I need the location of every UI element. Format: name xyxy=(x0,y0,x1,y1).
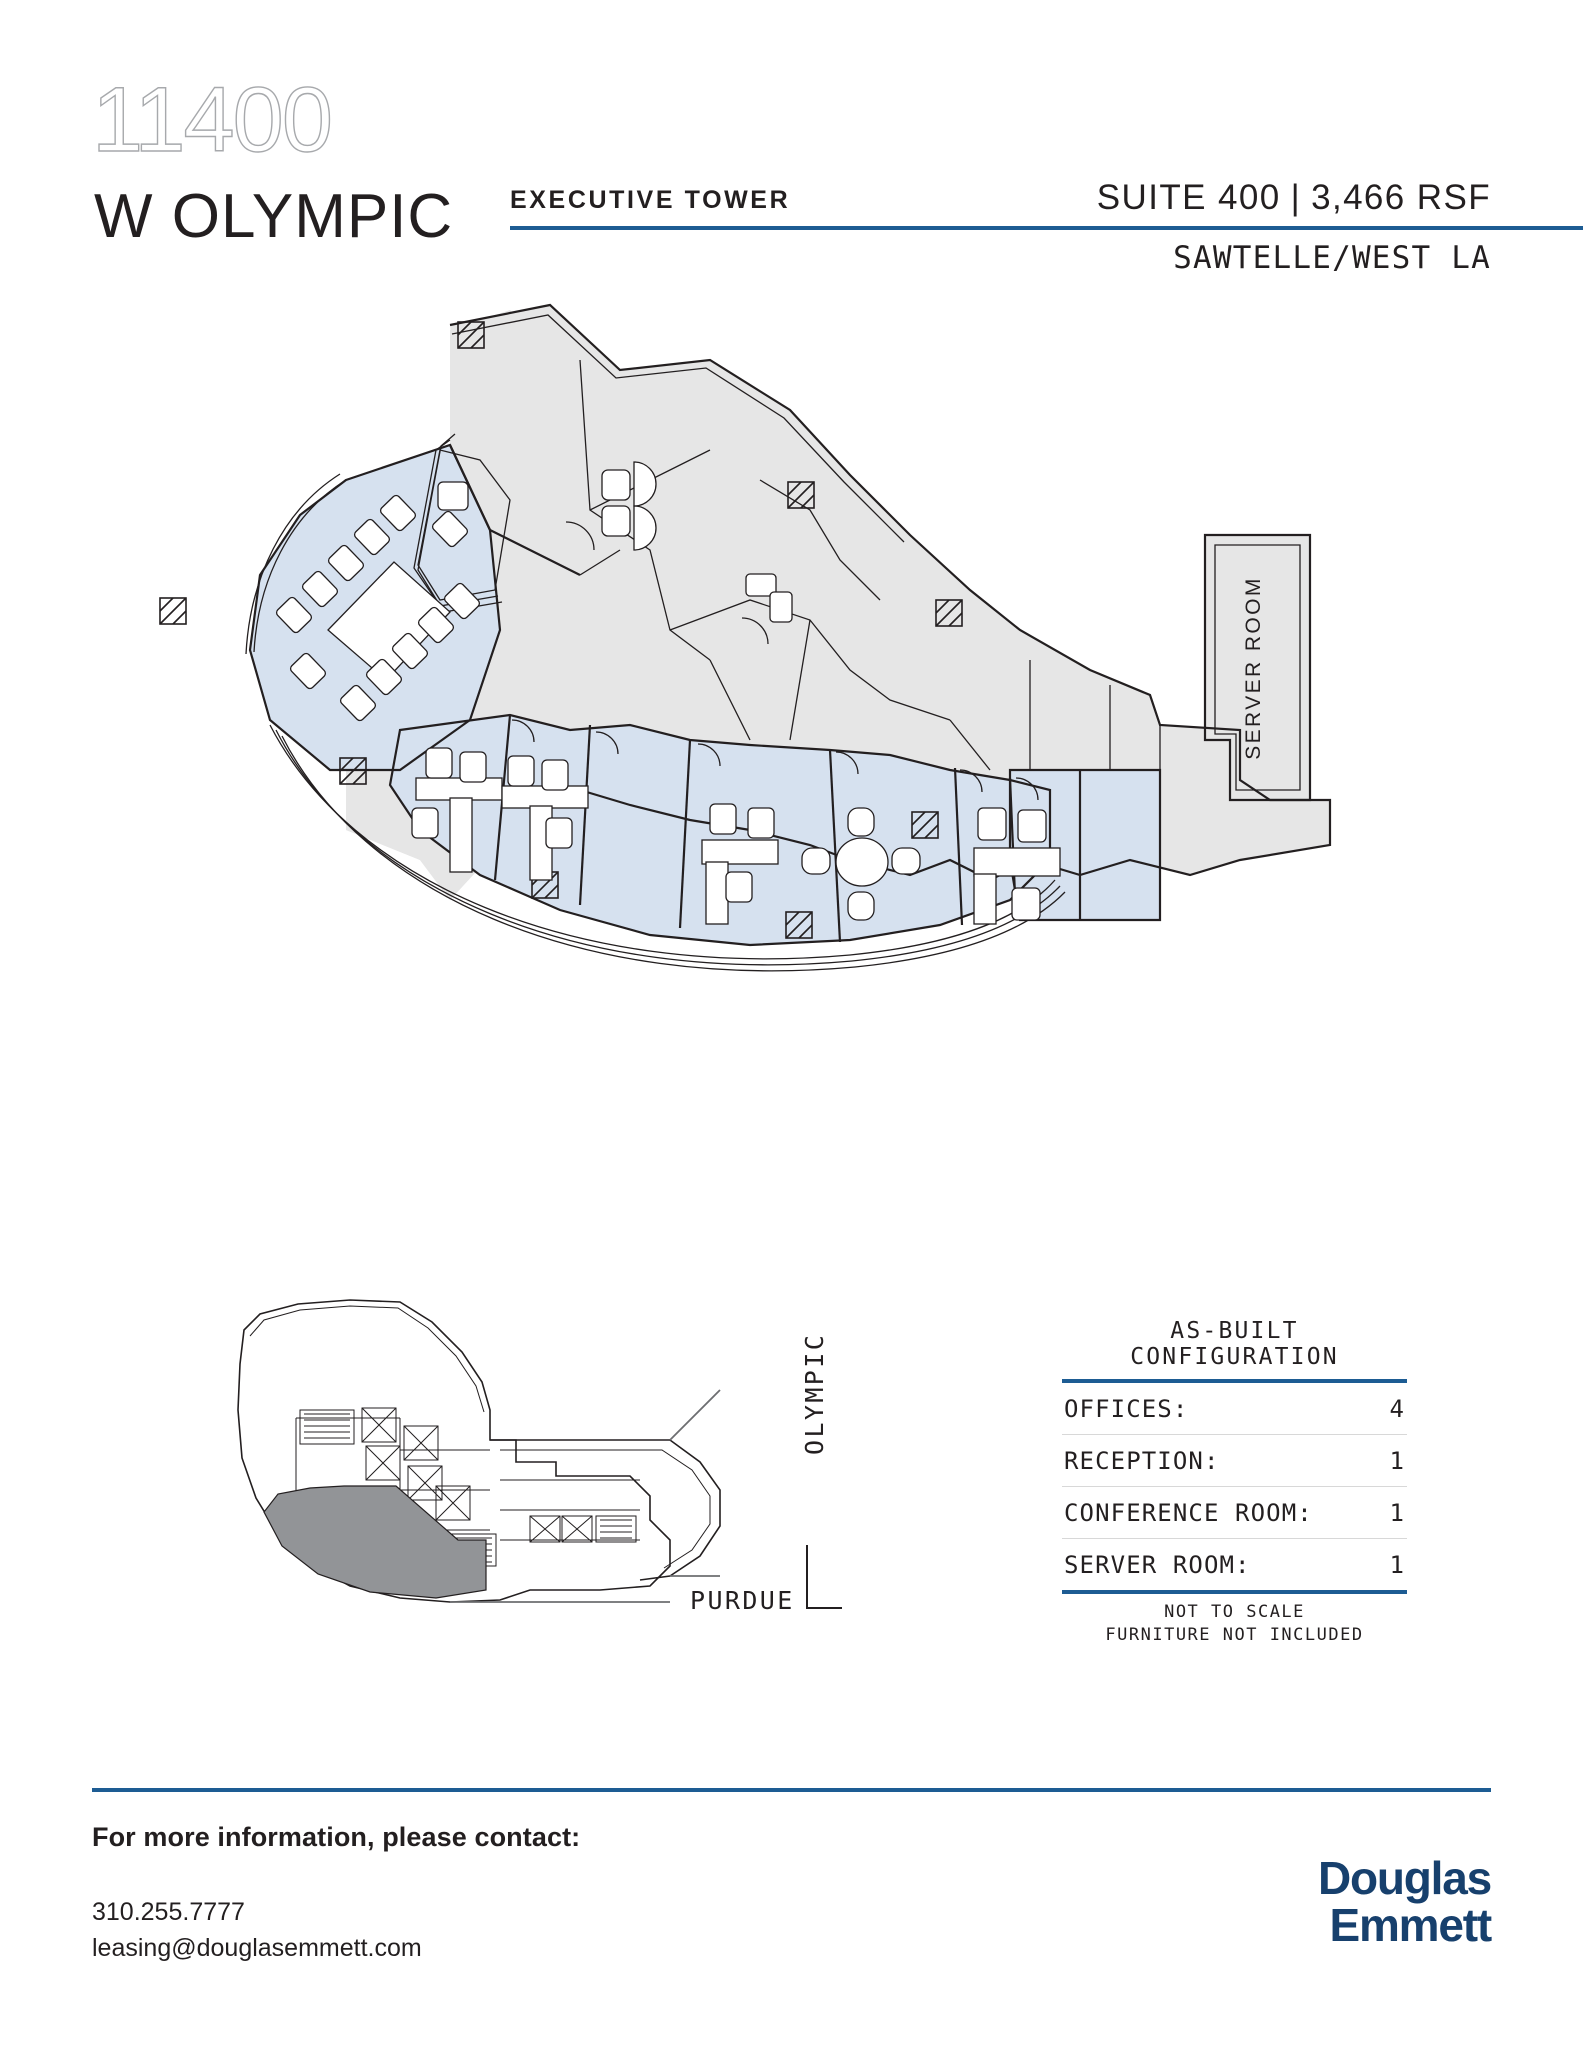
config-label: SERVER ROOM: xyxy=(1064,1551,1251,1579)
header-accent-rule xyxy=(510,226,1583,230)
config-value: 1 xyxy=(1389,1447,1405,1475)
conference-room-furniture xyxy=(275,494,481,722)
sheet-header: 11400 W OLYMPIC EXECUTIVE TOWER SUITE 40… xyxy=(91,73,1583,276)
round-table-furniture xyxy=(801,807,921,921)
lobby-furniture xyxy=(601,461,793,623)
config-bottom-rule xyxy=(1062,1590,1407,1594)
suite-number: SUITE 400 xyxy=(1096,178,1281,217)
key-map-building-outline xyxy=(237,1299,721,1603)
office-1-furniture xyxy=(411,747,503,873)
contact-phone[interactable]: 310.255.7777 xyxy=(92,1898,245,1926)
note-not-to-scale: NOT TO SCALE xyxy=(1164,1602,1305,1622)
suite-summary: SUITE 400|3,466 RSF xyxy=(1097,178,1491,218)
config-label: OFFICES: xyxy=(1064,1395,1189,1423)
address-street: W OLYMPIC xyxy=(94,182,454,251)
config-label: CONFERENCE ROOM: xyxy=(1064,1499,1313,1527)
douglas-emmett-logo: Douglas Emmett xyxy=(1317,1852,1492,1951)
suite-rsf: 3,466 RSF xyxy=(1311,178,1491,217)
footer-heading: For more information, please contact: xyxy=(92,1822,581,1852)
config-top-rule xyxy=(1062,1379,1407,1383)
config-label: RECEPTION: xyxy=(1064,1447,1220,1475)
config-row-conference-room: CONFERENCE ROOM: 1 xyxy=(1062,1487,1407,1539)
office-2-furniture xyxy=(501,755,589,881)
key-map-suite-highlight xyxy=(263,1485,487,1599)
street-corner-tick-vertical xyxy=(806,1545,808,1609)
door-swings xyxy=(511,521,1039,801)
office-3-furniture xyxy=(701,803,779,925)
config-row-offices: OFFICES: 4 xyxy=(1062,1383,1407,1435)
config-notes: NOT TO SCALE FURNITURE NOT INCLUDED xyxy=(1062,1594,1407,1647)
stair-hatch-marks xyxy=(159,321,963,939)
main-floor-plan: .cf{fill:#e6e6e6;} .sf{fill:#d6e1ef;} .w… xyxy=(150,300,1440,1200)
config-value: 1 xyxy=(1389,1551,1405,1579)
config-value: 4 xyxy=(1389,1395,1405,1423)
config-value: 1 xyxy=(1389,1499,1405,1527)
suite-separator: | xyxy=(1290,178,1302,217)
config-row-reception: RECEPTION: 1 xyxy=(1062,1435,1407,1487)
server-room: SERVER ROOM xyxy=(1203,533,1312,802)
config-title: AS-BUILT CONFIGURATION xyxy=(1130,1318,1339,1370)
note-furniture-not-included: FURNITURE NOT INCLUDED xyxy=(1105,1625,1364,1645)
logo-line-1: Douglas xyxy=(1317,1852,1492,1904)
as-built-configuration-panel: AS-BUILT CONFIGURATION OFFICES: 4 RECEPT… xyxy=(1062,1318,1407,1647)
key-map: .km{fill:none;stroke:#231f20;stroke-widt… xyxy=(200,1290,760,1620)
server-room-label: SERVER ROOM xyxy=(1242,576,1265,760)
contact-email[interactable]: leasing@douglasemmett.com xyxy=(92,1934,422,1962)
submarket-label: SAWTELLE/WEST LA xyxy=(1173,240,1491,276)
config-rows: OFFICES: 4 RECEPTION: 1 CONFERENCE ROOM:… xyxy=(1062,1383,1407,1590)
street-label-purdue: PURDUE xyxy=(690,1586,795,1615)
key-map-streets xyxy=(450,1389,721,1603)
street-label-olympic: OLYMPIC xyxy=(800,1332,829,1455)
logo-line-2: Emmett xyxy=(1329,1899,1492,1951)
street-corner-tick-horizontal xyxy=(806,1607,842,1609)
address-number: 11400 xyxy=(91,69,333,171)
building-name-label: EXECUTIVE TOWER xyxy=(510,186,791,214)
config-row-server-room: SERVER ROOM: 1 xyxy=(1062,1539,1407,1590)
reception-furniture xyxy=(973,807,1061,925)
footer-accent-rule xyxy=(92,1788,1491,1792)
